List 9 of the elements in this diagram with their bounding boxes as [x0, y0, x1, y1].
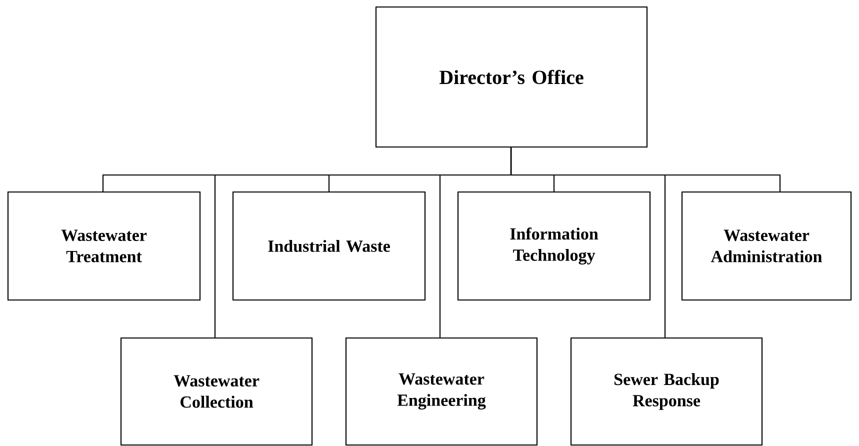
org-box: Wastewater Administration — [681, 191, 852, 301]
org-box: Wastewater Collection — [120, 337, 313, 446]
org-box: Industrial Waste — [232, 191, 426, 301]
org-box: Sewer Backup Response — [570, 337, 763, 446]
org-box: Director’s Office — [375, 6, 648, 148]
org-box: Wastewater Treatment — [7, 191, 201, 301]
org-box: Information Technology — [457, 191, 651, 301]
org-box: Wastewater Engineering — [345, 337, 538, 446]
connector-line — [510, 147, 666, 338]
